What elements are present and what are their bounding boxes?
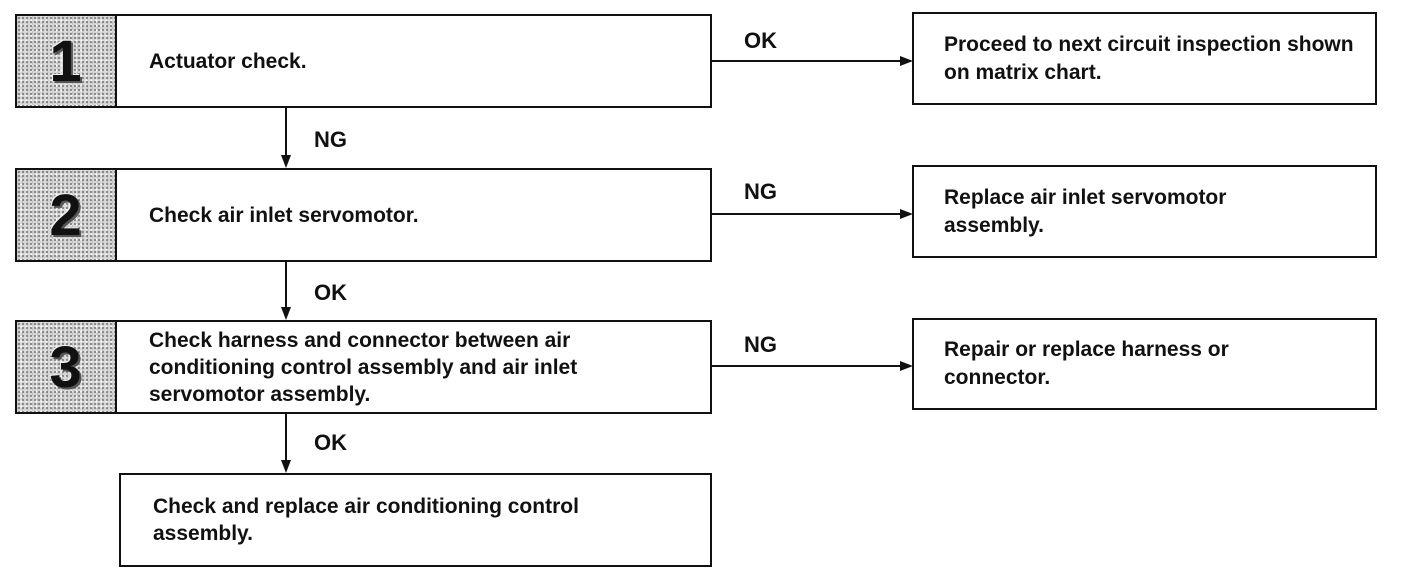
branch-label-step1-right: OK bbox=[744, 28, 777, 53]
final-step-text: Check and replace air conditioning contr… bbox=[153, 495, 579, 545]
result-text: Proceed to next circuit inspection shown… bbox=[944, 32, 1354, 84]
arrowhead-right bbox=[900, 56, 913, 66]
arrowhead-right bbox=[900, 209, 913, 219]
step-number-badge: 2 bbox=[17, 170, 117, 260]
result-text: Replace air inlet servomotor assembly. bbox=[944, 185, 1227, 237]
arrowhead-down bbox=[281, 460, 291, 473]
arrowhead-right bbox=[900, 361, 913, 371]
step-number-badge: 3 bbox=[17, 322, 117, 412]
step-number: 3 bbox=[49, 334, 83, 400]
result-text: Repair or replace harness or connector. bbox=[944, 338, 1229, 389]
arrowhead-down bbox=[281, 307, 291, 320]
step-1-box: 1 Actuator check. bbox=[15, 14, 712, 108]
branch-label-step3-down: OK bbox=[314, 430, 347, 455]
step-text: Actuator check. bbox=[149, 49, 307, 73]
step-text: Check harness and connector between air … bbox=[149, 328, 578, 406]
branch-label-step1-down: NG bbox=[314, 127, 347, 152]
step-3-box: 3 Check harness and connector between ai… bbox=[15, 320, 712, 414]
step-number: 2 bbox=[49, 182, 83, 248]
step-text: Check air inlet servomotor. bbox=[149, 203, 419, 227]
step-number: 1 bbox=[49, 28, 83, 94]
step-number-badge: 1 bbox=[17, 16, 117, 106]
result-1-box: Proceed to next circuit inspection shown… bbox=[912, 12, 1377, 105]
branch-label-step2-right: NG bbox=[744, 179, 777, 204]
arrowhead-down bbox=[281, 155, 291, 168]
branch-label-step2-down: OK bbox=[314, 280, 347, 305]
result-3-box: Repair or replace harness or connector. bbox=[912, 318, 1377, 410]
branch-label-step3-right: NG bbox=[744, 332, 777, 357]
result-2-box: Replace air inlet servomotor assembly. bbox=[912, 165, 1377, 258]
step-2-box: 2 Check air inlet servomotor. bbox=[15, 168, 712, 262]
final-step-box: Check and replace air conditioning contr… bbox=[119, 473, 712, 567]
